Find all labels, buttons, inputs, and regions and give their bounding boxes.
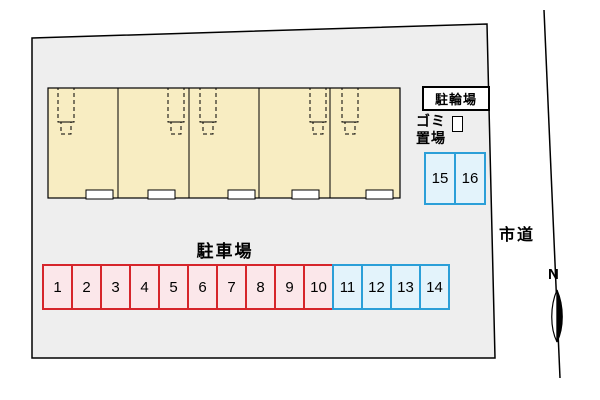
garbage-area-label-line2: 置場 <box>416 130 446 146</box>
entrance-notches <box>85 189 394 200</box>
parking-space-16: 16 <box>454 152 486 205</box>
entrance-notch <box>291 189 320 200</box>
garbage-station-icon <box>452 116 463 132</box>
parking-space-13: 13 <box>390 264 421 310</box>
entrance-notch <box>365 189 394 200</box>
entrance-notch <box>227 189 256 200</box>
parking-space-11: 11 <box>332 264 363 310</box>
parking-space-3: 3 <box>100 264 131 310</box>
staircase-dashed-icon <box>341 87 359 135</box>
parking-space-12: 12 <box>361 264 392 310</box>
garbage-area-label: ゴミ 置場 <box>416 113 446 147</box>
parking-space-8: 8 <box>245 264 276 310</box>
parking-space-10: 10 <box>303 264 334 310</box>
staircase-dashed-icon <box>309 87 327 135</box>
parking-space-7: 7 <box>216 264 247 310</box>
parking-space-1: 1 <box>42 264 73 310</box>
north-label: N <box>548 266 559 283</box>
building <box>47 87 401 199</box>
staircase-dashed-icon <box>57 87 75 135</box>
parking-space-9: 9 <box>274 264 305 310</box>
side-parking-row: 15 16 <box>424 152 486 205</box>
parking-space-5: 5 <box>158 264 189 310</box>
bicycle-parking-label: 駐輪場 <box>422 86 490 111</box>
parking-space-4: 4 <box>129 264 160 310</box>
parking-space-15: 15 <box>424 152 456 205</box>
staircase-dashed-icons <box>57 87 359 135</box>
city-road-label: 市道 <box>499 227 536 244</box>
garbage-area-label-line1: ゴミ <box>416 113 446 129</box>
entrance-notch <box>147 189 176 200</box>
north-arrow-icon <box>551 289 563 343</box>
entrance-notch <box>85 189 114 200</box>
main-parking-row: 1 2 3 4 5 6 7 8 9 10 11 12 13 14 <box>42 264 450 310</box>
parking-space-6: 6 <box>187 264 218 310</box>
staircase-dashed-icon <box>167 87 185 135</box>
parking-lot-title: 駐車場 <box>196 242 254 261</box>
staircase-dashed-icon <box>199 87 217 135</box>
parking-space-14: 14 <box>419 264 450 310</box>
parking-space-2: 2 <box>71 264 102 310</box>
